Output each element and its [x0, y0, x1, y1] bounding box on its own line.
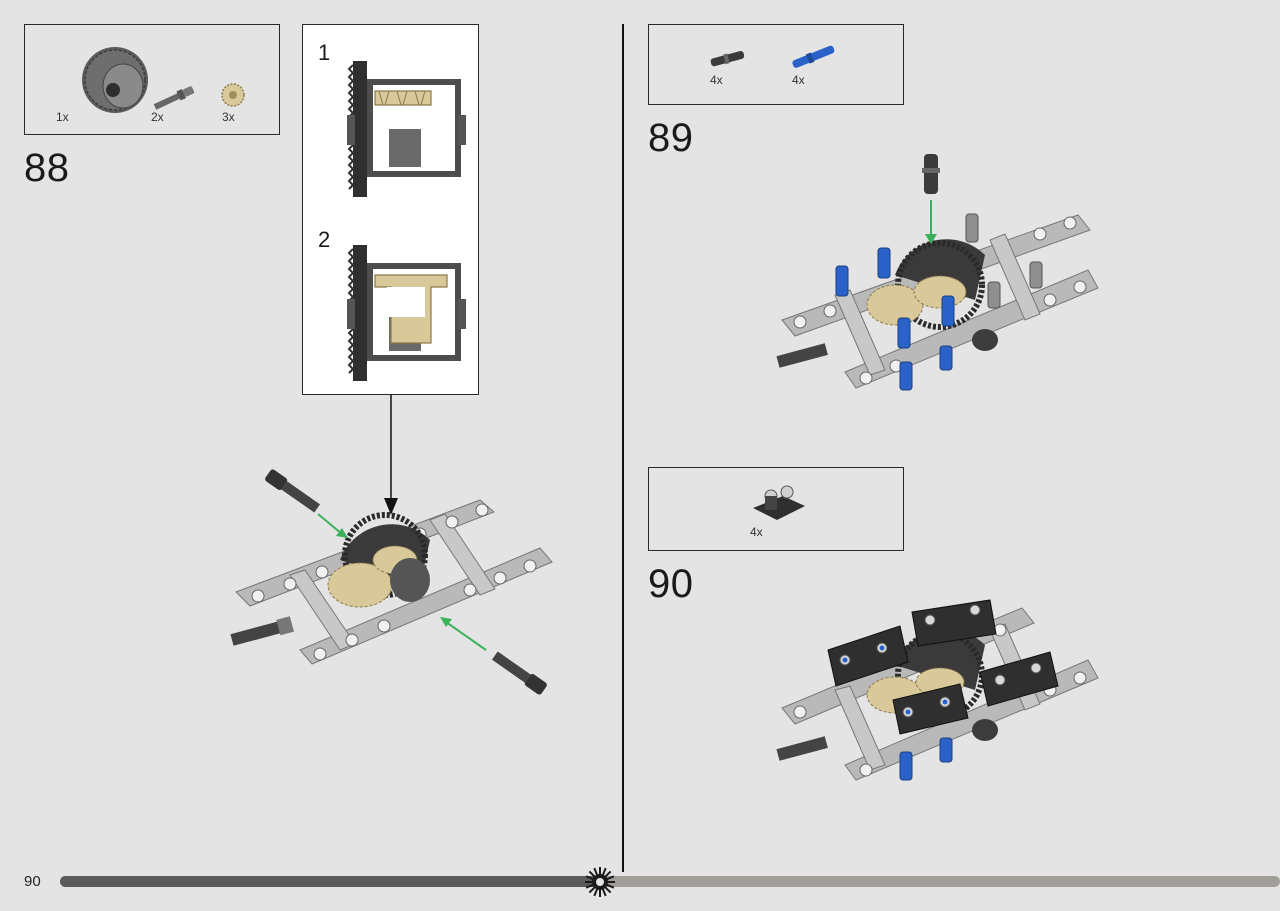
- part-count-housing: 1x: [56, 110, 69, 124]
- assembly-step-88-illustration: [230, 395, 553, 695]
- sun-progress-marker-icon: [585, 867, 615, 897]
- progress-bar: [60, 876, 1280, 887]
- part-count-friction-pin: 4x: [710, 73, 723, 87]
- sub-step-2-label: 2: [318, 227, 331, 252]
- parts-list-step-88: 1x 2x 3x: [24, 24, 280, 135]
- pin-icons: [710, 45, 835, 68]
- step-number-88: 88: [24, 146, 70, 190]
- part-count-connector-beam: 4x: [750, 525, 763, 539]
- part-count-axle-pin: 4x: [792, 73, 805, 87]
- parts-list-step-89: 4x 4x: [648, 24, 904, 105]
- page-divider: [622, 24, 624, 872]
- differential-section-1-illustration: [347, 61, 466, 381]
- connector-beam-icon: [753, 485, 805, 520]
- parts-list-step-90: 4x: [648, 467, 904, 551]
- part-count-bevel-gear: 3x: [222, 110, 235, 124]
- step-number-89: 89: [648, 116, 694, 160]
- page-number: 90: [24, 873, 41, 890]
- sub-step-1-label: 1: [318, 40, 331, 65]
- step-number-90: 90: [648, 562, 694, 606]
- part-count-axle: 2x: [151, 110, 164, 124]
- sub-steps-panel: 1 2: [302, 24, 479, 395]
- differential-housing-icon: [82, 47, 245, 113]
- progress-bar-fill: [60, 876, 597, 887]
